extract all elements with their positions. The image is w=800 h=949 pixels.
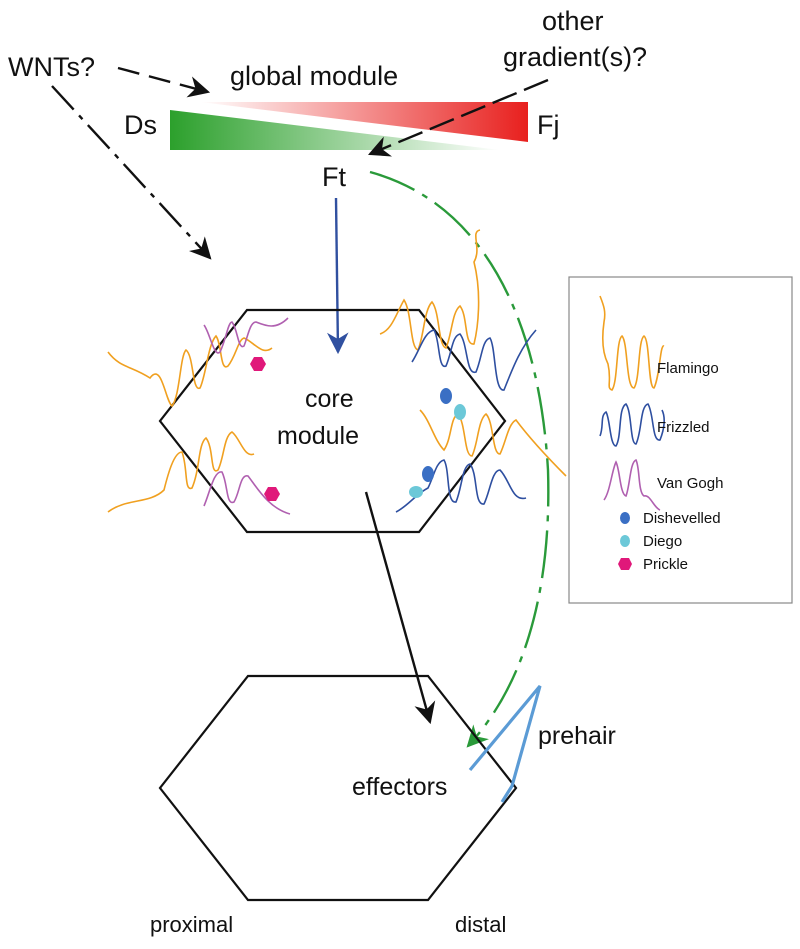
dishevelled-marker-lower <box>422 466 434 482</box>
diego-legend-glyph <box>620 535 630 547</box>
distal-complex-upper <box>379 229 537 391</box>
legend-flamingo-label: Flamingo <box>657 360 719 377</box>
flamingo-distal-upper <box>379 229 481 351</box>
legend-box <box>568 276 793 604</box>
legend-frizzled-label: Frizzled <box>657 419 710 436</box>
proximal-complex-upper <box>107 317 289 408</box>
prickle-marker-lower <box>264 487 280 501</box>
distal-label: distal <box>455 912 506 937</box>
core-to-effectors-arrow <box>364 491 436 725</box>
dishevelled-legend-glyph <box>620 512 630 524</box>
flamingo-proximal-upper <box>107 334 273 408</box>
ds-gradient-wedge <box>170 110 500 150</box>
legend: Flamingo Frizzled Van Gogh Dishevelled D… <box>568 276 793 604</box>
ft-to-core-arrow <box>326 197 349 355</box>
vangogh-legend-glyph <box>603 459 661 511</box>
effectors-label: effectors <box>352 773 447 801</box>
core-cell-hexagon <box>158 308 507 534</box>
wnts-to-global-arrow <box>117 66 211 98</box>
proximal-complex-lower <box>107 431 291 515</box>
flamingo-distal-lower <box>419 409 567 477</box>
ds-label: Ds <box>124 110 157 140</box>
legend-vangogh-label: Van Gogh <box>657 475 723 492</box>
other-gradients-label-2: gradient(s)? <box>503 42 647 72</box>
distal-complex-lower <box>395 409 567 513</box>
dishevelled-marker-upper <box>440 388 452 404</box>
frizzled-distal-lower <box>395 459 527 513</box>
other-gradients-label-1: other <box>542 6 604 36</box>
vangogh-proximal-upper <box>203 317 289 354</box>
core-module-label-1: core <box>305 385 354 413</box>
prehair-shape <box>468 684 542 803</box>
proximal-label: proximal <box>150 912 233 937</box>
flamingo-legend-glyph <box>599 295 665 391</box>
diego-marker-lower <box>409 486 423 498</box>
frizzled-distal-upper <box>411 329 537 391</box>
prickle-marker-upper <box>250 357 266 371</box>
diego-marker-upper <box>454 404 466 420</box>
gradients-to-ft-arrow <box>368 78 549 157</box>
legend-diego-label: Diego <box>643 533 682 550</box>
ft-label: Ft <box>322 162 346 192</box>
ft-to-effectors-arrow <box>369 170 550 748</box>
global-module-label: global module <box>230 61 398 91</box>
flamingo-proximal-lower <box>107 431 255 513</box>
wnts-label: WNTs? <box>8 52 95 82</box>
effector-cell-hexagon <box>158 674 518 902</box>
prickle-legend-glyph <box>618 558 632 570</box>
core-module-label-2: module <box>277 422 359 450</box>
prehair-label: prehair <box>538 722 616 750</box>
fj-label: Fj <box>537 110 560 140</box>
frizzled-legend-glyph <box>599 402 665 447</box>
legend-dishevelled-label: Dishevelled <box>643 510 721 527</box>
legend-prickle-label: Prickle <box>643 556 688 573</box>
fj-gradient-wedge <box>200 102 528 142</box>
wnts-to-core-arrow <box>51 85 212 260</box>
vangogh-proximal-lower <box>203 471 291 515</box>
